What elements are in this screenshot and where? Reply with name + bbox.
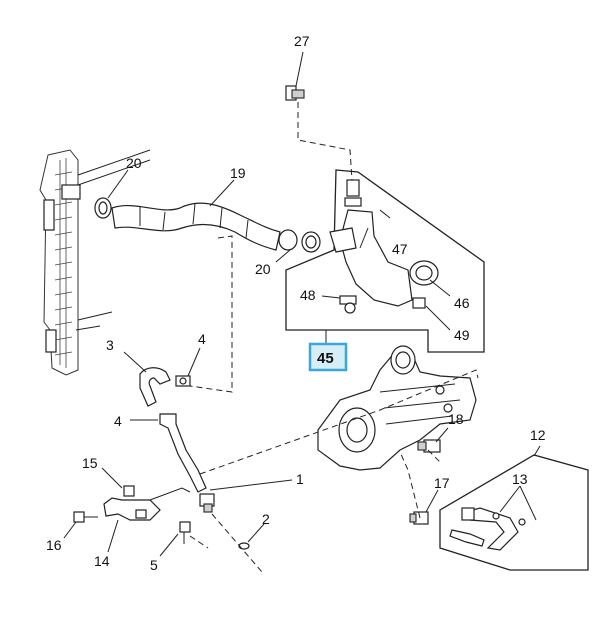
- oil-lines-12: [449, 507, 526, 551]
- hose-19: [111, 202, 281, 251]
- callout-4-upper[interactable]: 4: [198, 331, 206, 347]
- leader-lines: [63, 51, 541, 557]
- callout-20-upper[interactable]: 20: [126, 155, 142, 171]
- thermostat-housing-45: [329, 179, 439, 314]
- callout-13[interactable]: 13: [512, 471, 528, 487]
- callout-16[interactable]: 16: [46, 537, 62, 553]
- callout-2[interactable]: 2: [262, 511, 270, 527]
- callout-27[interactable]: 27: [294, 33, 310, 49]
- callout-12[interactable]: 12: [530, 427, 546, 443]
- callout-17[interactable]: 17: [434, 475, 450, 491]
- callout-15[interactable]: 15: [82, 455, 98, 471]
- hose-3: [139, 367, 191, 407]
- callout-45[interactable]: 45: [317, 350, 334, 367]
- clamp-20-upper: [94, 197, 112, 219]
- callout-47[interactable]: 47: [392, 241, 408, 257]
- callout-3[interactable]: 3: [106, 337, 114, 353]
- bolt-5: [179, 521, 191, 544]
- fitting-18: [417, 439, 441, 453]
- washer-2: [238, 542, 250, 550]
- connection-lines: [189, 235, 479, 573]
- bolt-16: [73, 511, 98, 523]
- group-45-frame: [285, 169, 485, 353]
- callout-49[interactable]: 49: [454, 327, 470, 343]
- callout-18[interactable]: 18: [448, 411, 464, 427]
- callout-20-lower[interactable]: 20: [255, 261, 271, 277]
- callout-46[interactable]: 46: [454, 295, 470, 311]
- callout-1[interactable]: 1: [296, 471, 304, 487]
- callout-14[interactable]: 14: [94, 553, 110, 569]
- sensor-27: [285, 85, 353, 181]
- callout-48[interactable]: 48: [300, 287, 316, 303]
- radiator-assembly: [39, 149, 151, 376]
- fitting-17: [409, 511, 429, 525]
- pipe-1: [103, 413, 215, 521]
- callout-4-lower[interactable]: 4: [114, 413, 122, 429]
- callout-19[interactable]: 19: [230, 165, 246, 181]
- clamp-20-lower: [278, 229, 321, 253]
- turbocharger: [317, 345, 477, 471]
- group-12-frame: [439, 454, 589, 571]
- callout-5[interactable]: 5: [150, 557, 158, 573]
- callout-45-highlight: [308, 342, 348, 372]
